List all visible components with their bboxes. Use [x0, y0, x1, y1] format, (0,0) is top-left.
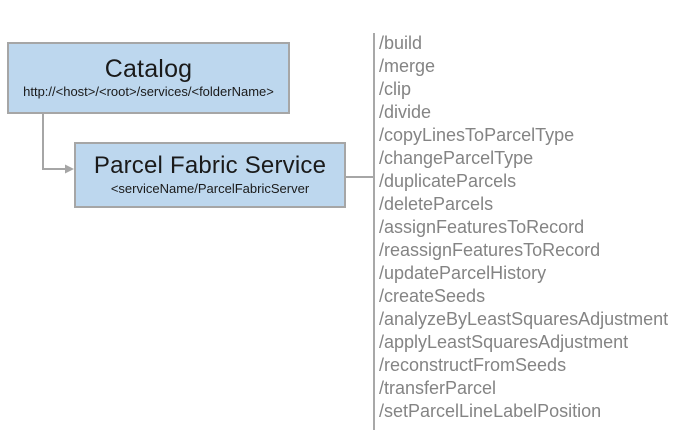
endpoint-item: /assignFeaturesToRecord	[379, 217, 585, 237]
connector-catalog-to-service	[42, 114, 66, 170]
catalog-box: Catalog http://<host>/<root>/services/<f…	[7, 42, 290, 114]
endpoint-item: /updateParcelHistory	[379, 263, 547, 283]
endpoint-item: /analyzeByLeastSquaresAdjustment	[379, 309, 669, 329]
arrowhead-icon	[65, 164, 74, 174]
endpoint-item: /reconstructFromSeeds	[379, 355, 567, 375]
endpoint-item: /divide	[379, 102, 432, 122]
service-subtitle: <serviceName/ParcelFabricServer	[110, 180, 310, 196]
endpoint-item: /changeParcelType	[379, 148, 534, 168]
service-box: Parcel Fabric Service <serviceName/Parce…	[74, 142, 346, 208]
endpoints-list: /build /merge /clip /divide /copyLinesTo…	[379, 32, 684, 423]
endpoint-item: /setParcelLineLabelPosition	[379, 401, 602, 421]
endpoint-item: /copyLinesToParcelType	[379, 125, 575, 145]
endpoint-item: /merge	[379, 56, 436, 76]
catalog-subtitle: http://<host>/<root>/services/<folderNam…	[23, 84, 274, 100]
endpoint-item: /duplicateParcels	[379, 171, 517, 191]
endpoint-item: /reassignFeaturesToRecord	[379, 240, 601, 260]
endpoint-item: /createSeeds	[379, 286, 486, 306]
endpoint-item: /transferParcel	[379, 378, 497, 398]
service-title: Parcel Fabric Service	[93, 152, 327, 180]
catalog-title: Catalog	[104, 54, 193, 83]
endpoint-item: /deleteParcels	[379, 194, 494, 214]
endpoint-item: /clip	[379, 79, 412, 99]
endpoint-item: /applyLeastSquaresAdjustment	[379, 332, 629, 352]
endpoint-item: /build	[379, 33, 423, 53]
